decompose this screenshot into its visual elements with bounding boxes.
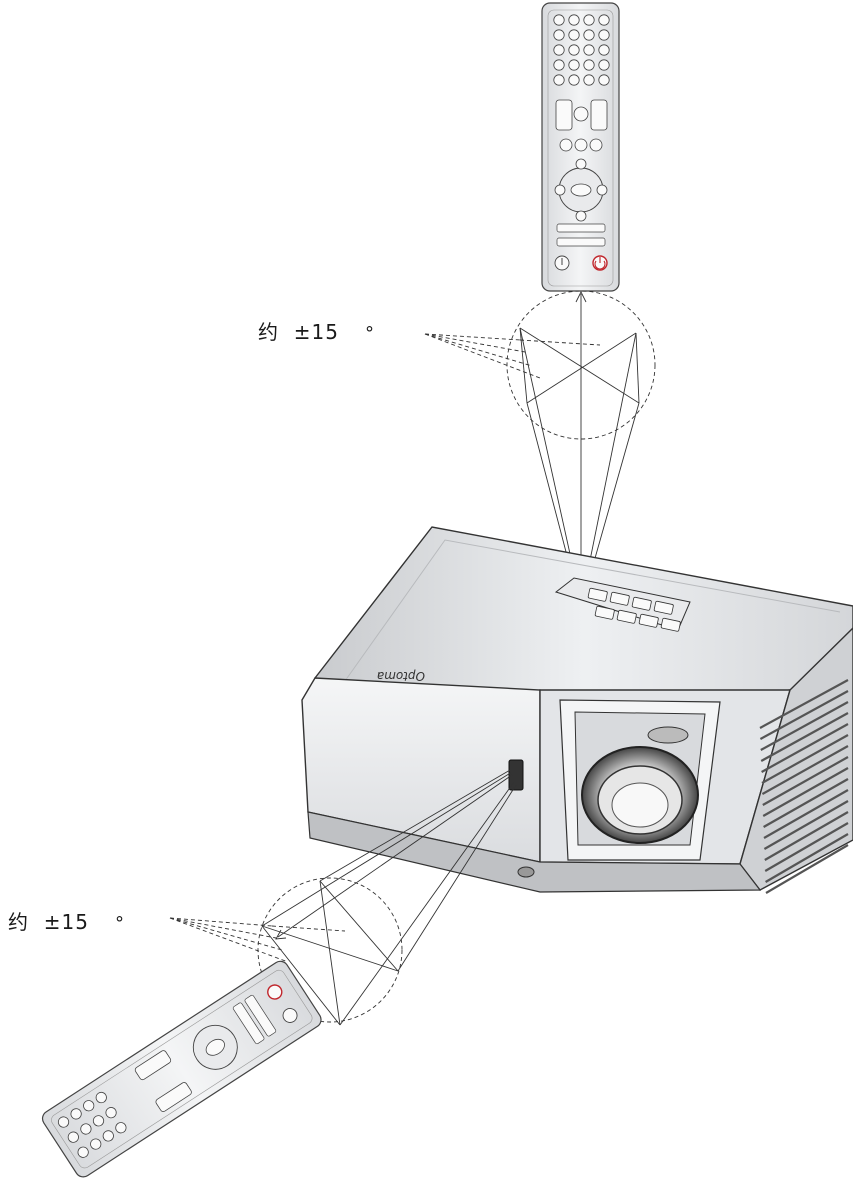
remote-button	[102, 1130, 114, 1142]
remote-button	[77, 1146, 89, 1158]
remote-button	[568, 29, 580, 41]
remote-button	[105, 1107, 117, 1119]
signal-beam-bottom	[169, 769, 517, 1026]
ir-receiver	[508, 759, 524, 791]
remote-button	[83, 1100, 95, 1112]
remote-button	[598, 44, 610, 56]
remote-button	[583, 29, 595, 41]
angle-value: ±15	[293, 320, 339, 344]
remote-button	[92, 1115, 105, 1127]
angle-label-top: 约 ±15 °	[258, 316, 375, 345]
remote-button	[568, 14, 580, 26]
remote-button	[598, 14, 610, 26]
keypad-key	[631, 596, 652, 611]
remote-button	[568, 74, 580, 86]
remote-bottom-button-grid	[57, 1091, 127, 1158]
remote-button	[583, 74, 595, 86]
remote-button	[589, 138, 603, 152]
angle-unit: °	[114, 913, 125, 934]
keypad-key	[653, 600, 674, 615]
remote-button	[553, 29, 565, 41]
remote-button	[80, 1123, 92, 1135]
remote-button	[70, 1108, 82, 1120]
keypad-key	[609, 591, 630, 606]
remote-button	[115, 1122, 127, 1134]
keypad-key	[587, 587, 608, 602]
remote-button	[568, 59, 580, 71]
keypad-key	[660, 617, 681, 632]
remote-button	[598, 29, 610, 41]
angle-prefix: 约	[258, 320, 279, 344]
remote-button	[583, 59, 595, 71]
vent-grille	[759, 679, 849, 894]
angle-value: ±15	[43, 910, 89, 934]
remote-bottom	[41, 960, 322, 1178]
remote-button	[553, 59, 565, 71]
brand-logo: Optoma	[377, 669, 425, 683]
power-icon-bottom	[267, 984, 283, 1000]
remote-button	[553, 44, 565, 56]
projector: Optoma	[301, 526, 853, 894]
remote-button	[553, 74, 565, 86]
control-keypad	[554, 577, 691, 632]
remote-button	[559, 138, 573, 152]
remote-button	[574, 138, 588, 152]
signal-beam-top	[424, 290, 656, 591]
remote-button	[583, 44, 595, 56]
keypad-key	[616, 609, 637, 624]
remote-button	[583, 14, 595, 26]
remote-button	[90, 1138, 102, 1150]
remote-top	[541, 2, 620, 292]
remote-button	[95, 1091, 107, 1104]
remote-button	[67, 1131, 79, 1143]
remote-button	[57, 1116, 70, 1128]
angle-label-bottom: 约 ±15 °	[8, 906, 125, 935]
remote-button	[598, 74, 610, 86]
remote-button	[553, 14, 565, 26]
remote-button	[598, 59, 610, 71]
remote-button	[568, 44, 580, 56]
keypad-key	[594, 605, 615, 620]
angle-prefix: 约	[8, 910, 29, 934]
keypad-key	[638, 613, 659, 628]
remote-top-button-grid	[553, 14, 610, 152]
angle-unit: °	[364, 323, 375, 344]
